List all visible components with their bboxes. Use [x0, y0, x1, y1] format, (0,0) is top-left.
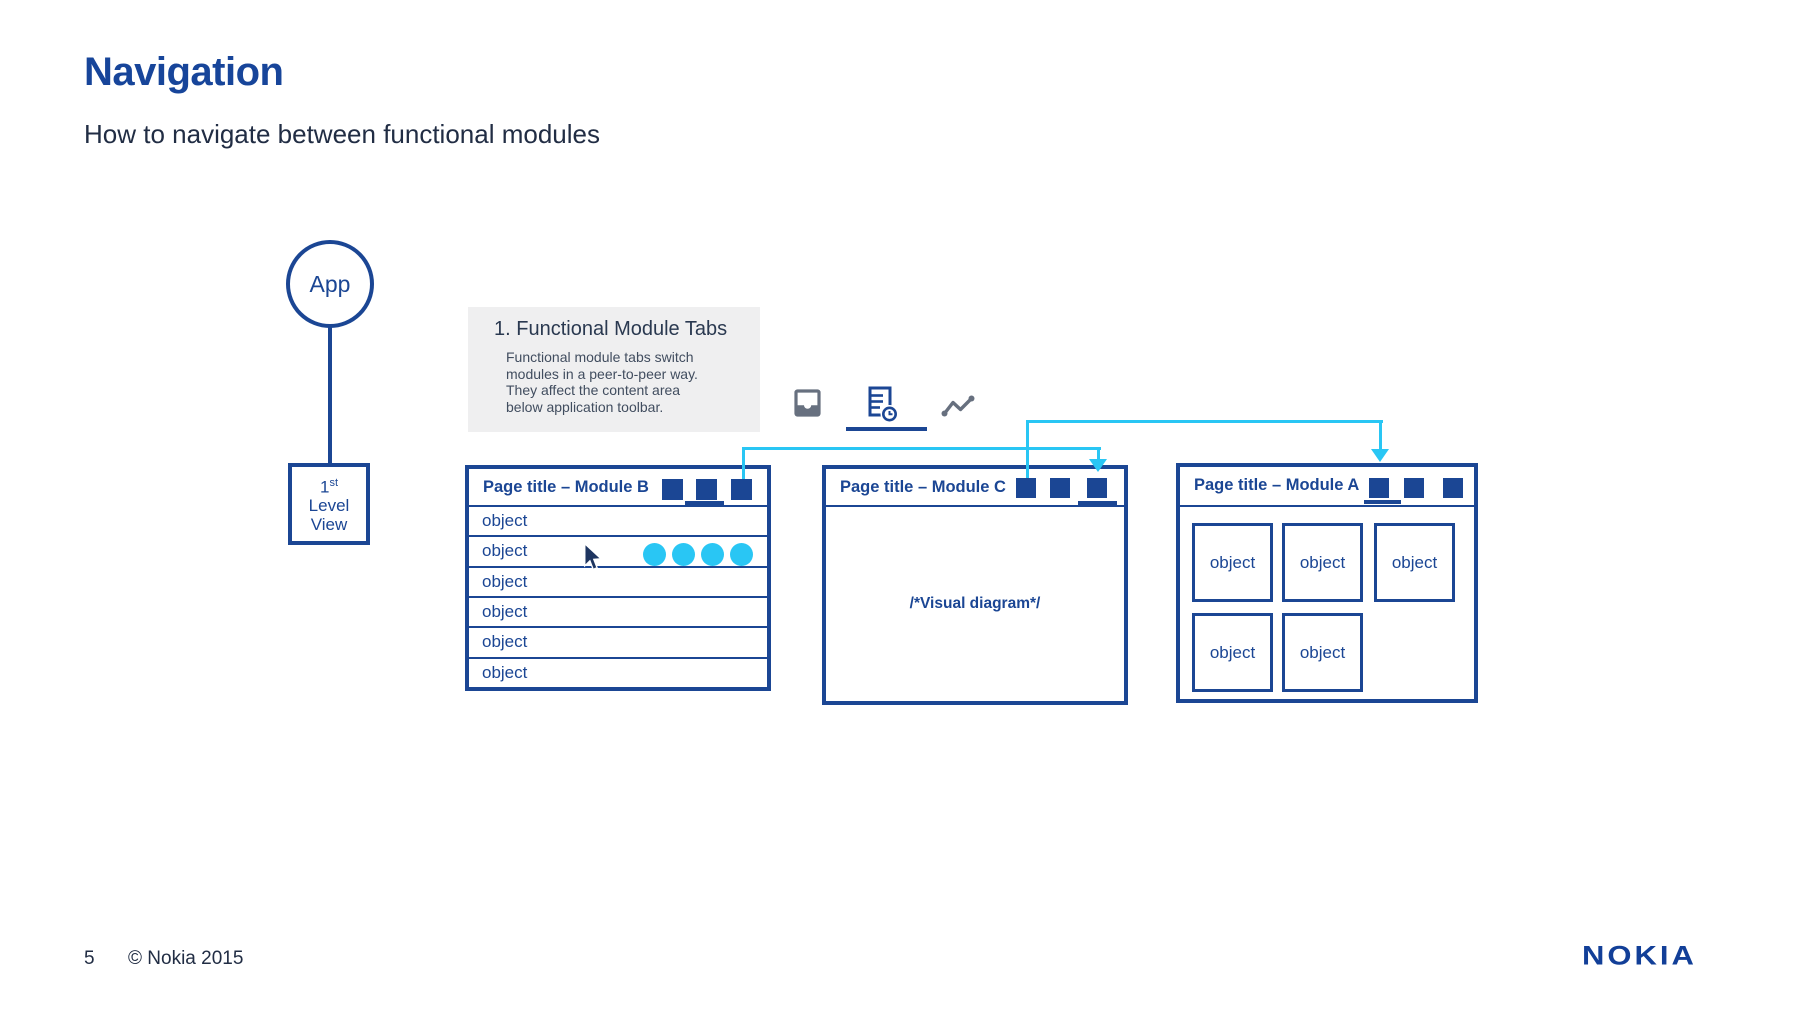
list-item: object	[469, 628, 767, 659]
module-a-tab-3	[1443, 478, 1463, 498]
selection-dot	[730, 543, 753, 566]
module-b-tab-1	[662, 479, 683, 500]
list-item: object	[469, 658, 767, 687]
module-c-active-tab-underline	[1078, 501, 1117, 505]
level-line-2: Level	[308, 496, 350, 516]
object-card: object	[1192, 613, 1273, 692]
module-a-header: Page title – Module A	[1180, 467, 1474, 507]
selection-dot	[672, 543, 695, 566]
module-a-title: Page title – Module A	[1194, 476, 1360, 494]
info-box-body: Functional module tabs switch modules in…	[506, 349, 698, 415]
info-box: 1. Functional Module Tabs Functional mod…	[468, 307, 760, 432]
list-item: object	[469, 597, 767, 629]
copyright-text: © Nokia 2015	[128, 948, 244, 969]
flow-b-to-c-arrowhead	[1089, 459, 1107, 472]
info-box-heading: 1. Functional Module Tabs	[494, 318, 728, 340]
active-toolbar-tab-underline	[846, 427, 927, 431]
level-line-1: 1st	[319, 476, 339, 497]
page-subtitle: How to navigate between functional modul…	[84, 119, 600, 149]
object-card: object	[1282, 613, 1363, 692]
mouse-cursor-icon	[583, 542, 604, 578]
trend-icon	[940, 394, 977, 424]
flow-c-to-a-segment	[1026, 420, 1029, 478]
module-c-tab-2	[1050, 478, 1070, 498]
page-title: Navigation	[84, 50, 284, 94]
module-a-tab-1	[1369, 478, 1389, 498]
module-a-tab-2	[1404, 478, 1424, 498]
report-clock-icon	[866, 386, 899, 429]
flow-b-to-c-segment	[742, 447, 1101, 450]
page-number: 5	[84, 948, 95, 969]
flow-c-to-a-segment	[1026, 420, 1383, 423]
module-c-tab-1	[1016, 478, 1036, 498]
module-c-header: Page title – Module C	[826, 469, 1124, 507]
app-connector-line	[328, 326, 332, 464]
object-card: object	[1374, 523, 1455, 602]
level-line-3: View	[310, 515, 348, 535]
flow-c-to-a-segment	[1379, 422, 1382, 450]
visual-diagram-placeholder: /*Visual diagram*/	[909, 595, 1041, 612]
selection-dot	[701, 543, 724, 566]
app-label: App	[309, 270, 351, 297]
list-item: object	[469, 507, 767, 538]
module-a-window: Page title – Module A object object obje…	[1176, 463, 1478, 703]
nokia-logo: NOKIA	[1582, 940, 1697, 971]
module-b-tab-3	[731, 479, 752, 500]
module-b-active-tab-underline	[685, 501, 724, 505]
app-node: App	[286, 240, 374, 328]
module-b-window: Page title – Module B object object obje…	[465, 465, 771, 691]
module-b-row-list: object object object object object objec…	[469, 507, 767, 687]
first-level-view-box: 1st Level View	[288, 463, 370, 545]
flow-c-to-a-arrowhead	[1371, 449, 1389, 462]
module-b-tab-2	[696, 479, 717, 500]
flow-b-to-c-segment	[742, 447, 745, 479]
object-card: object	[1192, 523, 1273, 602]
module-c-window: Page title – Module C /*Visual diagram*/	[822, 465, 1128, 705]
module-b-title: Page title – Module B	[483, 478, 649, 496]
module-c-tab-3	[1087, 478, 1107, 498]
list-item: object	[469, 567, 767, 598]
object-card: object	[1282, 523, 1363, 602]
flow-b-to-c-segment	[1097, 449, 1100, 461]
image-tray-icon	[794, 389, 821, 422]
module-c-title: Page title – Module C	[840, 478, 1006, 496]
selection-dot	[643, 543, 666, 566]
module-a-active-tab-underline	[1364, 500, 1401, 504]
module-b-header: Page title – Module B	[469, 469, 767, 507]
